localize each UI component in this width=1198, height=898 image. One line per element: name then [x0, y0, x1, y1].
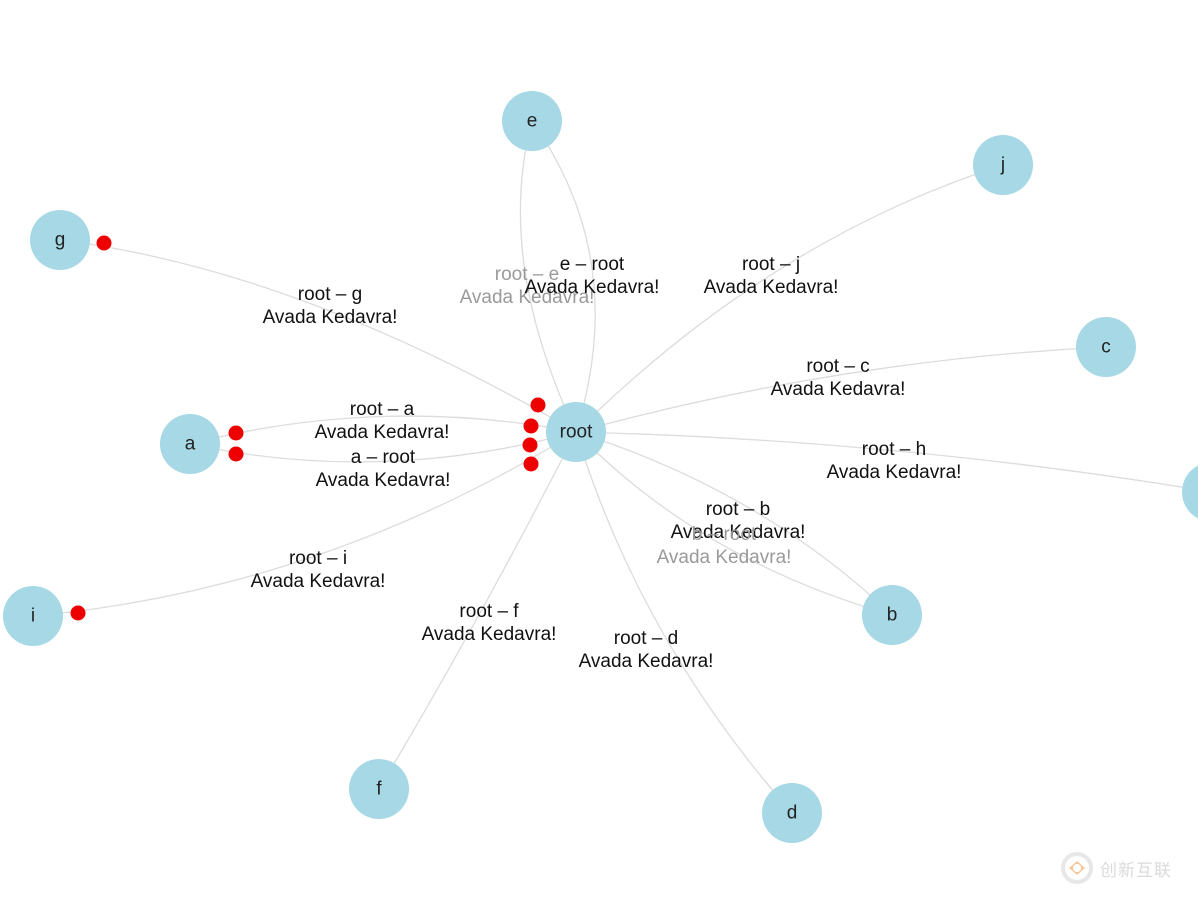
node-circle — [1182, 465, 1198, 519]
edge-line — [59, 239, 577, 433]
edge-label-subtitle: Avada Kedavra! — [263, 307, 398, 328]
edge-label-subtitle: Avada Kedavra! — [460, 287, 595, 308]
node-circle — [546, 402, 606, 462]
node-i[interactable]: i — [3, 586, 63, 646]
node-h[interactable] — [1182, 462, 1198, 522]
edge-label-title: b – root — [692, 524, 757, 545]
edge-label-title: root – j — [742, 254, 800, 275]
edge-line — [519, 120, 577, 433]
nodes-layer: root a b c d e f g i j — [3, 91, 1198, 843]
edge-marker-dot-root-i[interactable] — [522, 437, 538, 453]
edge-label-subtitle: Avada Kedavra! — [579, 651, 714, 672]
markers-layer — [70, 235, 546, 621]
node-circle — [1076, 317, 1136, 377]
node-circle — [3, 586, 63, 646]
edge-label-subtitle: Avada Kedavra! — [422, 624, 557, 645]
edge-marker-dot-root-a[interactable] — [228, 425, 244, 441]
edge-label-title: root – a — [350, 399, 415, 420]
edge-label-subtitle: Avada Kedavra! — [315, 422, 450, 443]
edge-line — [378, 431, 577, 790]
edge-marker-dot-root-g[interactable] — [523, 456, 539, 472]
node-circle — [862, 585, 922, 645]
node-b[interactable]: b — [862, 585, 922, 645]
node-label: a — [185, 434, 196, 455]
edge-line — [575, 346, 1107, 433]
node-label: b — [887, 605, 898, 626]
node-circle — [349, 759, 409, 819]
edge-line — [575, 431, 893, 616]
node-label: e — [527, 111, 538, 132]
edge-label-title: root – f — [459, 601, 519, 622]
node-circle — [160, 414, 220, 474]
node-label: d — [787, 803, 798, 824]
node-d[interactable]: d — [762, 783, 822, 843]
edge-label-subtitle: Avada Kedavra! — [704, 277, 839, 298]
edge-line — [575, 431, 893, 616]
brand-logo-icon — [1061, 852, 1093, 884]
edge-line — [575, 431, 1198, 491]
edge-line — [575, 431, 793, 814]
edge-marker-dot-root-g[interactable] — [96, 235, 112, 251]
edge-line — [531, 120, 596, 433]
edge-marker-dot-root-a[interactable] — [530, 397, 546, 413]
edge-label-title: a – root — [351, 447, 416, 468]
edge-label-title: root – c — [806, 356, 869, 377]
edge-label-subtitle: Avada Kedavra! — [316, 470, 451, 491]
node-c[interactable]: c — [1076, 317, 1136, 377]
edge-label-title: e – root — [560, 254, 625, 275]
edge-line — [32, 431, 577, 617]
edge-label-title: root – b — [706, 499, 770, 520]
node-label: g — [55, 230, 66, 251]
edge-label-title: root – i — [289, 548, 347, 569]
node-label: c — [1101, 337, 1111, 358]
edge-line — [575, 164, 1004, 433]
node-circle — [762, 783, 822, 843]
node-g[interactable]: g — [30, 210, 90, 270]
edge-marker-dot-a-root[interactable] — [228, 446, 244, 462]
node-e[interactable]: e — [502, 91, 562, 151]
edge-label-subtitle: Avada Kedavra! — [251, 571, 386, 592]
edge-label-title: root – h — [862, 439, 926, 460]
edge-label-subtitle: Avada Kedavra! — [671, 522, 806, 543]
node-a[interactable]: a — [160, 414, 220, 474]
watermark-text: 创新互联 — [1100, 860, 1172, 881]
edge-label-subtitle: Avada Kedavra! — [657, 547, 792, 568]
node-label: root — [560, 422, 593, 443]
node-label: i — [31, 606, 35, 627]
node-circle — [502, 91, 562, 151]
node-circle — [30, 210, 90, 270]
edge-label-title: root – d — [614, 628, 678, 649]
node-label: j — [1000, 155, 1005, 176]
edge-label-title: root – e — [495, 264, 559, 285]
node-j[interactable]: j — [973, 135, 1033, 195]
watermark: 创新互联 — [1060, 848, 1192, 888]
node-circle — [973, 135, 1033, 195]
node-label: f — [376, 779, 382, 800]
node-root[interactable]: root — [546, 402, 606, 462]
edge-label-title: root – g — [298, 284, 362, 305]
edge-marker-dot-root-i[interactable] — [70, 605, 86, 621]
node-f[interactable]: f — [349, 759, 409, 819]
edge-marker-dot-a-root[interactable] — [523, 418, 539, 434]
edge-root-d[interactable] — [575, 431, 793, 814]
edge-label-subtitle: Avada Kedavra! — [827, 462, 962, 483]
edge-label-subtitle: Avada Kedavra! — [771, 379, 906, 400]
edge-label-subtitle: Avada Kedavra! — [525, 277, 660, 298]
